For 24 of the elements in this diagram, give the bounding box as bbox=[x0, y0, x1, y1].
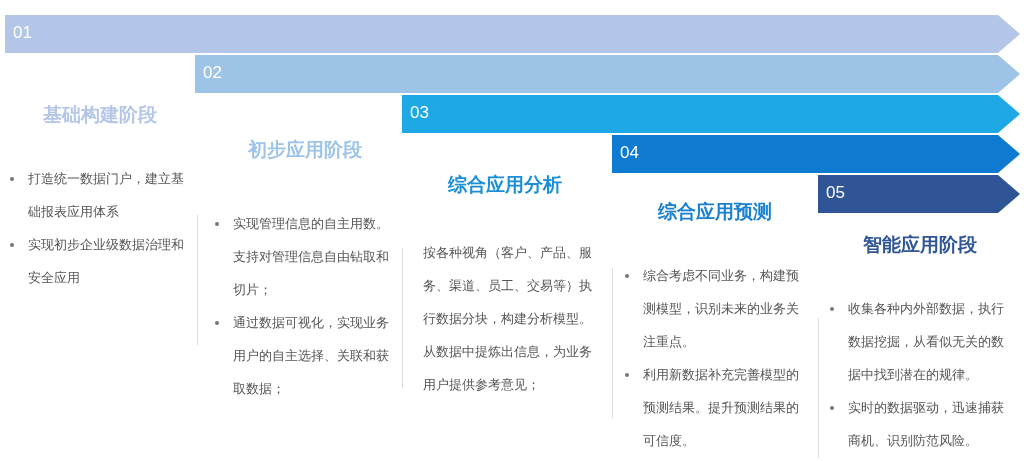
stage-number: 05 bbox=[826, 183, 845, 203]
chevron-band bbox=[818, 175, 1020, 213]
bullet-text: 打造统一数据门户，建立基础报表应用体系 bbox=[28, 170, 185, 221]
bullet-text: 实时的数据驱动，迅速捕获商机、识别防范风险。 bbox=[848, 399, 1005, 450]
stage-number: 03 bbox=[410, 103, 429, 123]
stage-heading: 综合应用分析 bbox=[447, 172, 563, 197]
chevron-band bbox=[612, 135, 1020, 173]
chevron-band bbox=[5, 15, 1020, 53]
stage-number: 04 bbox=[620, 143, 639, 163]
bullet-text: 通过数据可视化，实现业务用户的自主选择、关联和获取数据； bbox=[233, 314, 390, 398]
bullet-text: 实现管理信息的自主用数。支持对管理信息自由钻取和切片； bbox=[233, 215, 390, 299]
chevron-band bbox=[402, 95, 1020, 133]
bullet-text: 实现初步企业级数据治理和安全应用 bbox=[28, 236, 185, 287]
chevron-band bbox=[195, 55, 1020, 93]
stage-number: 01 bbox=[13, 23, 32, 43]
stage-number: 02 bbox=[203, 63, 222, 83]
stage-heading: 智能应用阶段 bbox=[862, 232, 978, 257]
bullet-text: 利用新数据补充完善模型的预测结果。提升预测结果的可信度。 bbox=[643, 366, 800, 450]
description-text: 按各种视角（客户、产品、服务、渠道、员工、交易等）执行数据分块，构建分析模型。从数据中提炼出信息，为业务用户提供参考意见； bbox=[422, 244, 593, 394]
stage-heading: 初步应用阶段 bbox=[247, 137, 363, 162]
bullet-text: 收集各种内外部数据，执行数据挖掘，从看似无关的数据中找到潜在的规律。 bbox=[848, 300, 1005, 384]
stage-heading: 基础构建阶段 bbox=[42, 102, 158, 127]
stage-heading: 综合应用预测 bbox=[657, 199, 773, 224]
bullet-text: 综合考虑不同业务，构建预测模型，识别未来的业务关注重点。 bbox=[643, 267, 800, 351]
